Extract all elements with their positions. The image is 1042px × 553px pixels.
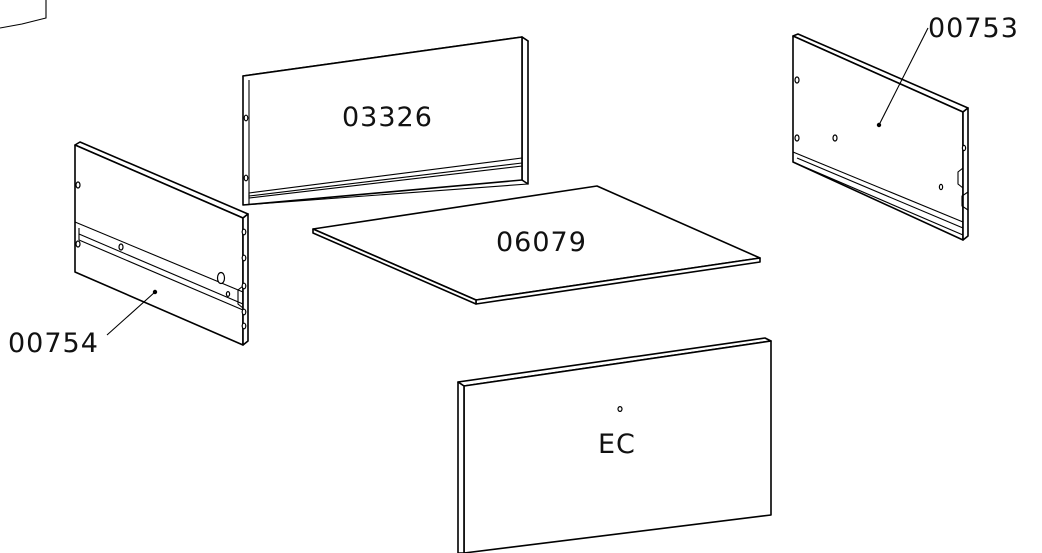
right-side-label: 00753 [928,13,1019,44]
cropped-frame-corner [0,0,47,29]
front-panel: EC [457,337,772,553]
left-side-label: 00754 [8,328,99,359]
back-panel-label: 03326 [342,102,433,133]
back-panel: 03326 [242,36,529,206]
bottom-board-label: 06079 [496,227,587,258]
right-side-panel: 00753 [792,13,1019,241]
left-side-panel: 00754 [8,141,249,359]
front-panel-label: EC [598,429,636,460]
bottom-board: 06079 [312,185,761,305]
